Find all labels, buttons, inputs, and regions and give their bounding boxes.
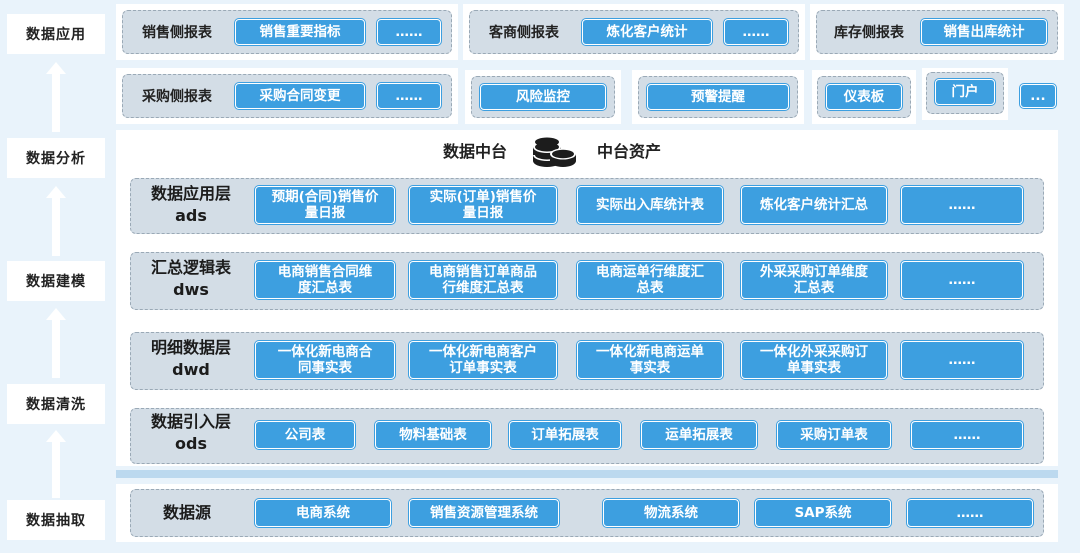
layer-name: 明细数据层 xyxy=(150,338,231,357)
stage-label: 数据抽取 xyxy=(26,513,86,529)
dws-item-box: 电商运单行维度汇 总表 xyxy=(577,261,723,299)
dashboard-box: 仪表板 xyxy=(826,84,902,110)
ods-item-box: …… xyxy=(911,421,1023,449)
layer-code: ods xyxy=(175,434,207,453)
portal-panel: 门户 xyxy=(922,68,1008,120)
risk-monitor-panel: 风险监控 xyxy=(465,70,621,124)
stage-data-extraction: 数据抽取 xyxy=(7,500,105,540)
ads-layer-group: 数据应用层 ads 预期(合同)销售价 量日报 实际(订单)销售价 量日报 实际出… xyxy=(130,178,1044,234)
dws-item-box: 电商销售合同维 度汇总表 xyxy=(255,261,395,299)
dwd-item-box: 一体化新电商合 同事实表 xyxy=(255,341,395,379)
customer-more-box: …… xyxy=(724,19,788,45)
ads-item-box: …… xyxy=(901,186,1023,224)
stage-data-analysis: 数据分析 xyxy=(7,138,105,178)
ecommerce-system-box: 电商系统 xyxy=(255,499,391,527)
dws-item-box: …… xyxy=(901,261,1023,299)
dws-item-box: 外采采购订单维度 汇总表 xyxy=(741,261,887,299)
section-divider xyxy=(116,470,1058,478)
dws-layer-group: 汇总逻辑表 dws 电商销售合同维 度汇总表 电商销售订单商品 行维度汇总表 电商… xyxy=(130,252,1044,310)
stage-label: 数据应用 xyxy=(26,27,86,43)
ods-item-box: 采购订单表 xyxy=(777,421,891,449)
ads-item-box: 预期(合同)销售价 量日报 xyxy=(255,186,395,224)
layer-code: dws xyxy=(173,280,209,299)
up-arrow-icon xyxy=(46,308,66,378)
coin-stack-icon xyxy=(533,137,576,167)
ods-layer-label: 数据引入层 ods xyxy=(137,411,245,455)
up-arrow-icon xyxy=(46,62,66,132)
alert-reminder-box: 预警提醒 xyxy=(647,84,789,110)
stage-data-modeling: 数据建模 xyxy=(7,261,105,301)
data-source-label: 数据源 xyxy=(162,503,211,522)
logistics-system-box: 物流系统 xyxy=(603,499,739,527)
stage-data-cleaning: 数据清洗 xyxy=(7,384,105,424)
ods-item-box: 公司表 xyxy=(255,421,355,449)
data-source-panel: 数据源 电商系统 销售资源管理系统 物流系统 SAP系统 …… xyxy=(116,484,1058,542)
ads-layer-label: 数据应用层 ads xyxy=(137,183,245,227)
up-arrow-icon xyxy=(46,186,66,256)
dwd-item-box: 一体化新电商客户 订单事实表 xyxy=(409,341,557,379)
dws-item-box: 电商销售订单商品 行维度汇总表 xyxy=(409,261,557,299)
ads-item-box: 炼化客户统计汇总 xyxy=(741,186,887,224)
sales-key-indicators-box: 销售重要指标 xyxy=(235,19,365,45)
dwd-layer-label: 明细数据层 dwd xyxy=(137,337,245,381)
sales-more-box: …… xyxy=(377,19,441,45)
ads-item-box: 实际出入库统计表 xyxy=(577,186,723,224)
ods-layer-group: 数据引入层 ods 公司表 物料基础表 订单拓展表 运单拓展表 采购订单表 …… xyxy=(130,408,1044,464)
risk-monitor-group: 风险监控 xyxy=(471,76,615,118)
inventory-report-group: 库存侧报表 销售出库统计 xyxy=(816,10,1058,54)
ods-item-box: 订单拓展表 xyxy=(509,421,621,449)
customer-report-label: 客商侧报表 xyxy=(489,25,559,41)
ods-item-box: 运单拓展表 xyxy=(641,421,757,449)
layer-name: 数据引入层 xyxy=(150,412,231,431)
data-middle-platform-title: 数据中台 xyxy=(442,142,507,161)
refining-customer-stats-box: 炼化客户统计 xyxy=(582,19,712,45)
customer-report-group: 客商侧报表 炼化客户统计 …… xyxy=(469,10,799,54)
dws-layer-label: 汇总逻辑表 dws xyxy=(137,257,245,301)
more-extras-box: ... xyxy=(1020,84,1056,108)
inventory-report-panel: 库存侧报表 销售出库统计 xyxy=(810,4,1064,60)
purchase-report-group: 采购侧报表 采购合同变更 …… xyxy=(122,74,452,118)
sales-report-label: 销售侧报表 xyxy=(142,25,212,41)
purchase-contract-change-box: 采购合同变更 xyxy=(235,83,365,109)
dashboard-panel: 仪表板 xyxy=(812,70,916,124)
alert-reminder-group: 预警提醒 xyxy=(638,76,798,118)
dwd-layer-group: 明细数据层 dwd 一体化新电商合 同事实表 一体化新电商客户 订单事实表 一体化… xyxy=(130,332,1044,390)
layer-name: 数据应用层 xyxy=(150,184,231,203)
customer-report-panel: 客商侧报表 炼化客户统计 …… xyxy=(463,4,805,60)
inventory-report-label: 库存侧报表 xyxy=(834,25,904,41)
purchase-report-panel: 采购侧报表 采购合同变更 …… xyxy=(116,68,458,124)
risk-monitor-box: 风险监控 xyxy=(480,84,606,110)
dwd-item-box: 一体化外采采购订 单事实表 xyxy=(741,341,887,379)
sales-report-group: 销售侧报表 销售重要指标 …… xyxy=(122,10,452,54)
data-source-group: 数据源 电商系统 销售资源管理系统 物流系统 SAP系统 …… xyxy=(130,489,1044,537)
layer-code: ads xyxy=(175,206,207,225)
portal-group: 门户 xyxy=(926,72,1004,114)
stage-data-application: 数据应用 xyxy=(7,14,105,54)
portal-box: 门户 xyxy=(935,79,995,105)
purchase-report-label: 采购侧报表 xyxy=(142,89,212,105)
stage-label: 数据分析 xyxy=(26,151,86,167)
sap-system-box: SAP系统 xyxy=(755,499,891,527)
sales-resource-system-box: 销售资源管理系统 xyxy=(409,499,559,527)
sales-report-panel: 销售侧报表 销售重要指标 …… xyxy=(116,4,458,60)
ods-item-box: 物料基础表 xyxy=(375,421,491,449)
dwd-item-box: …… xyxy=(901,341,1023,379)
dwd-item-box: 一体化新电商运单 事实表 xyxy=(577,341,723,379)
ads-item-box: 实际(订单)销售价 量日报 xyxy=(409,186,557,224)
layer-name: 汇总逻辑表 xyxy=(150,258,231,277)
purchase-more-box: …… xyxy=(377,83,441,109)
source-more-box: …… xyxy=(907,499,1033,527)
sales-outbound-stats-box: 销售出库统计 xyxy=(921,19,1047,45)
up-arrow-icon xyxy=(46,430,66,498)
stage-label: 数据清洗 xyxy=(26,397,86,413)
alert-reminder-panel: 预警提醒 xyxy=(632,70,804,124)
middle-platform-assets-label: 中台资产 xyxy=(596,142,661,161)
dashboard-group: 仪表板 xyxy=(817,76,911,118)
stage-label: 数据建模 xyxy=(26,274,86,290)
layer-code: dwd xyxy=(172,360,210,379)
